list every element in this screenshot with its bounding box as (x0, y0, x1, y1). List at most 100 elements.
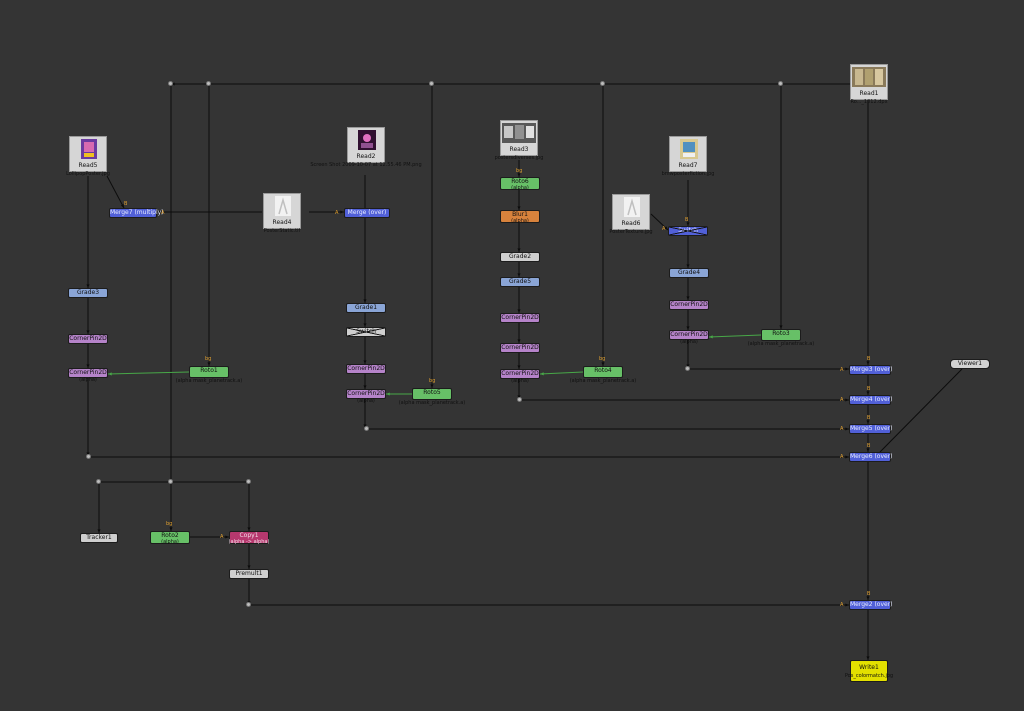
elbow-dot[interactable] (168, 81, 173, 86)
grade5-label: Grade5 (508, 278, 532, 285)
merge-r3-label: Merge5 (over) (850, 425, 893, 432)
elbow-dot[interactable] (364, 426, 369, 431)
grade2-label: Grade2 (508, 253, 532, 260)
roto5-node[interactable]: Roto5 (alpha mask_planetrack.a) (399, 388, 465, 406)
elbow-dot[interactable] (600, 81, 605, 86)
input-label-a: A (161, 210, 165, 216)
switch-x2-node[interactable]: Switch (668, 226, 708, 236)
write1-sub: Pos_colormatch.jpg (844, 673, 894, 679)
elbow-dot[interactable] (168, 479, 173, 484)
blur1-node[interactable]: Blur1(alpha) (500, 210, 540, 224)
tracker1-label: Tracker1 (86, 534, 112, 541)
cornerpin-d2-node[interactable]: CornerPin2D(alpha) (669, 330, 709, 345)
cornerpin-c3-label: CornerPin2D (501, 370, 539, 377)
read6-thumbnail (624, 197, 640, 217)
read6-file: PosterTexture.jpg (609, 229, 653, 235)
merge-over-node[interactable]: Merge (over) (344, 208, 390, 218)
viewer1-node[interactable]: Viewer1 (950, 359, 990, 369)
read6-node[interactable]: Read6 PosterTexture.jpg (609, 194, 653, 235)
read1-label: Read1 (859, 90, 879, 97)
read2-node[interactable]: Read2 Screen Shot 2009-10-07 at 12.55.46… (310, 127, 422, 168)
cornerpin-c1-label: CornerPin2D (501, 314, 539, 321)
input-label-b: B (867, 591, 871, 597)
cornerpin-d1-node[interactable]: CornerPin2D (669, 300, 709, 310)
copy1-label: Copy1 (239, 532, 259, 539)
read3-node[interactable]: Read3 postersdiverses.jpg (495, 120, 543, 161)
grade3-node[interactable]: Grade3 (68, 288, 108, 298)
read2-label: Read2 (356, 153, 376, 160)
read5-thumbnail (81, 139, 97, 159)
roto2-label: Roto2 (161, 532, 179, 539)
read4-node[interactable]: Read4 PosterStatic.tif (263, 193, 301, 234)
cornerpin-a2-sub: (alpha) (79, 377, 97, 383)
read5-label: Read5 (78, 162, 98, 169)
elbow-dot[interactable] (86, 454, 91, 459)
read7-node[interactable]: Read7 bmwposterfiction.jpg (662, 136, 714, 177)
read5-file: LollipopPoster.jpg (66, 171, 110, 177)
roto1-label: Roto1 (200, 367, 218, 374)
merge-r3-node[interactable]: Merge5 (over) (849, 424, 893, 434)
read1-thumbnail (852, 67, 886, 87)
roto5-sub: (alpha mask_planetrack.a) (398, 400, 466, 406)
roto4-node[interactable]: Roto4(alpha mask_planetrack.a) (570, 366, 636, 384)
roto1-sub: (alpha mask_planetrack.a) (175, 378, 243, 384)
elbow-dot[interactable] (429, 81, 434, 86)
cornerpin-c1-node[interactable]: CornerPin2D (500, 313, 540, 323)
cornerpin-b1-node[interactable]: CornerPin2D (346, 364, 386, 374)
grade2-node[interactable]: Grade2 (500, 252, 540, 262)
cornerpin-a1-node[interactable]: CornerPin2D (68, 334, 108, 344)
input-label-b: B (685, 217, 689, 223)
merge-r4-node[interactable]: Merge6 (over) (849, 452, 893, 462)
cornerpin-b1-label: CornerPin2D (347, 365, 385, 372)
cornerpin-a1-label: CornerPin2D (69, 335, 107, 342)
input-label-bg: bg (429, 378, 436, 384)
cornerpin-b2-sub: (alpha) (357, 398, 375, 404)
cornerpin-b2-node[interactable]: CornerPin2D(alpha) (346, 389, 386, 404)
premult1-node[interactable]: Premult1 (229, 569, 269, 579)
read7-file: bmwposterfiction.jpg (661, 171, 715, 177)
input-label-a: A (662, 226, 666, 232)
read1-node[interactable]: Read1 Ro..._1012.dpx (850, 64, 888, 105)
input-label-b: B (867, 386, 871, 392)
roto2-node[interactable]: Roto2(alpha) (150, 531, 190, 545)
tracker1-node[interactable]: Tracker1 (80, 533, 118, 543)
merge-r5-node[interactable]: Merge2 (over) (849, 600, 893, 610)
roto6-node[interactable]: Roto6(alpha) (500, 177, 540, 191)
read2-thumbnail (358, 130, 376, 150)
input-label-bg: bg (205, 356, 212, 362)
read5-node[interactable]: Read5 LollipopPoster.jpg (66, 136, 110, 177)
grade4-node[interactable]: Grade4 (669, 268, 709, 278)
elbow-dot[interactable] (778, 81, 783, 86)
roto1-node[interactable]: Roto1 (alpha mask_planetrack.a) (176, 366, 242, 384)
merge-over-label: Merge (over) (347, 209, 387, 216)
roto4-label: Roto4 (594, 367, 612, 374)
cornerpin-c2-node[interactable]: CornerPin2D (500, 343, 540, 353)
cornerpin-a2-node[interactable]: CornerPin2D(alpha) (68, 368, 108, 383)
elbow-dot[interactable] (96, 479, 101, 484)
grade1-node[interactable]: Grade1 (346, 303, 386, 313)
input-label-b: B (867, 415, 871, 421)
merge7-node[interactable]: Merge7 (multiply) (109, 208, 164, 218)
merge7-label: Merge7 (multiply) (110, 209, 164, 216)
elbow-dot[interactable] (685, 366, 690, 371)
merge-r2-node[interactable]: Merge4 (over) (849, 395, 893, 405)
elbow-dot[interactable] (246, 479, 251, 484)
input-label-a: A (840, 397, 844, 403)
cornerpin-c3-node[interactable]: CornerPin2D(alpha) (500, 369, 540, 384)
roto5-label: Roto5 (423, 389, 441, 396)
roto3-node[interactable]: Roto3(alpha mask_planetrack.a) (748, 329, 814, 347)
merge-r2-label: Merge4 (over) (850, 396, 893, 403)
grade5-node[interactable]: Grade5 (500, 277, 540, 287)
roto6-sub: (alpha) (511, 185, 529, 191)
elbow-dot[interactable] (206, 81, 211, 86)
cornerpin-d2-sub: (alpha) (680, 339, 698, 345)
input-label-a: A (220, 534, 224, 540)
elbow-dot[interactable] (246, 602, 251, 607)
read4-thumbnail (275, 196, 291, 216)
switch-x1-node[interactable]: Switch (346, 327, 386, 337)
elbow-dot[interactable] (517, 397, 522, 402)
copy1-node[interactable]: Copy1(alpha -> alpha) (229, 531, 269, 545)
merge-r1-node[interactable]: Merge3 (over) (849, 365, 893, 375)
